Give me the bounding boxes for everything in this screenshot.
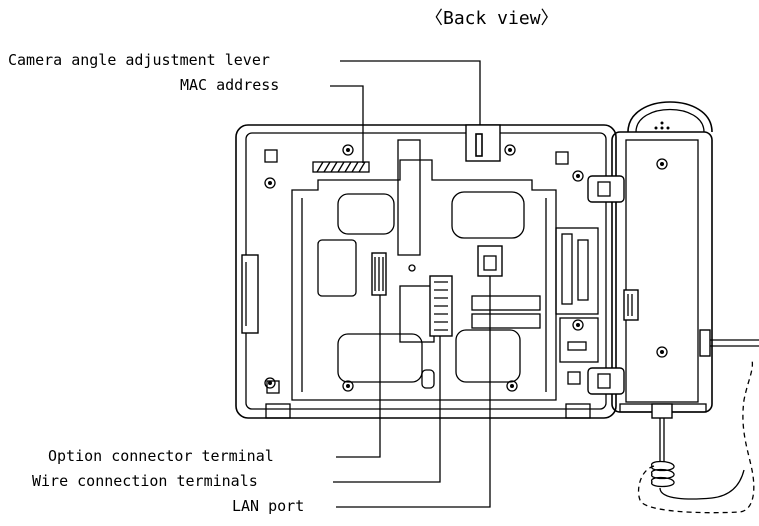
- label-option-connector-terminal: Option connector terminal: [48, 447, 274, 465]
- leader-wire-terminals: [333, 286, 441, 483]
- camera-angle-lever: [475, 133, 483, 157]
- screws: [264, 144, 584, 392]
- label-mac-address: MAC address: [180, 76, 279, 94]
- leader-option-connector: [336, 262, 381, 458]
- mac-address-label: [312, 161, 370, 173]
- handset-cord: [637, 329, 759, 514]
- view-title: 〈Back view〉: [425, 8, 559, 29]
- leader-mac-address: [330, 85, 364, 163]
- leader-camera-lever: [340, 60, 481, 133]
- handset: [587, 101, 713, 419]
- lan-port: [477, 245, 503, 277]
- leader-lan-port: [336, 268, 491, 508]
- main-housing: [235, 124, 617, 419]
- leader-lines: [330, 60, 491, 508]
- label-wire-connection-terminals: Wire connection terminals: [32, 472, 258, 490]
- label-camera-angle-lever: Camera angle adjustment lever: [8, 51, 270, 69]
- label-lan-port: LAN port: [232, 497, 304, 515]
